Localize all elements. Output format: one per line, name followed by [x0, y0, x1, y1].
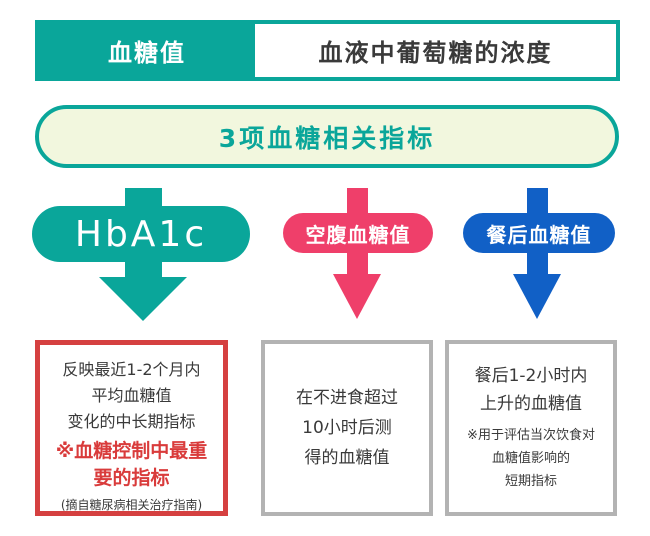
overview-label: 3项血糖相关指标 [218, 123, 436, 153]
description-line: 上升的血糖值 [480, 394, 582, 414]
hba1c-source-note: (摘自糖尿病相关治疗指南) [60, 498, 203, 512]
postprandial-description-box: 餐后1-2小时内 上升的血糖值 ※用于评估当次饮食对 血糖值影响的 短期指标 [445, 340, 617, 516]
header-term-label: 血糖值 [108, 39, 186, 67]
description-line: 10小时后测 [302, 418, 392, 438]
postprandial-note: ※用于评估当次饮食对 血糖值影响的 短期指标 [449, 424, 613, 493]
fasting-down-arrow-head [333, 274, 381, 319]
hba1c-description: 反映最近1-2个月内 平均血糖值 变化的中长期指标 [40, 357, 223, 435]
note-line: 短期指标 [504, 474, 557, 489]
description-line: 反映最近1-2个月内 [62, 360, 201, 379]
postprandial-down-arrow-head [513, 274, 561, 319]
description-line: 餐后1-2小时内 [474, 366, 588, 386]
header-bar: 血糖值 血液中葡萄糖的浓度 [35, 20, 620, 81]
hba1c-description-box: 反映最近1-2个月内 平均血糖值 变化的中长期指标 ※血糖控制中最重 要的指标 … [35, 340, 228, 516]
fasting-description-box: 在不进食超过 10小时后测 得的血糖值 [261, 340, 433, 516]
hba1c-down-arrow-head [99, 277, 187, 321]
description-line: 得的血糖值 [304, 448, 390, 468]
highlight-line: ※血糖控制中最重 [55, 440, 208, 462]
header-definition: 血液中葡萄糖的浓度 [255, 24, 616, 77]
description-line: 变化的中长期指标 [67, 412, 196, 431]
overview-pill: 3项血糖相关指标 [35, 105, 619, 168]
fasting-glucose-pill: 空腹血糖值 [283, 213, 433, 253]
fasting-description: 在不进食超过 10小时后测 得的血糖值 [296, 383, 398, 473]
description-line: 平均血糖值 [91, 386, 172, 405]
note-line: ※用于评估当次饮食对 [467, 428, 595, 443]
hba1c-highlight: ※血糖控制中最重 要的指标 [40, 438, 223, 492]
note-line: 血糖值影响的 [491, 451, 570, 466]
hba1c-pill: HbA1c [32, 206, 250, 262]
highlight-line: 要的指标 [93, 467, 170, 489]
postprandial-description: 餐后1-2小时内 上升的血糖值 [449, 362, 613, 418]
postprandial-glucose-pill: 餐后血糖值 [463, 213, 615, 253]
description-line: 在不进食超过 [296, 388, 398, 408]
